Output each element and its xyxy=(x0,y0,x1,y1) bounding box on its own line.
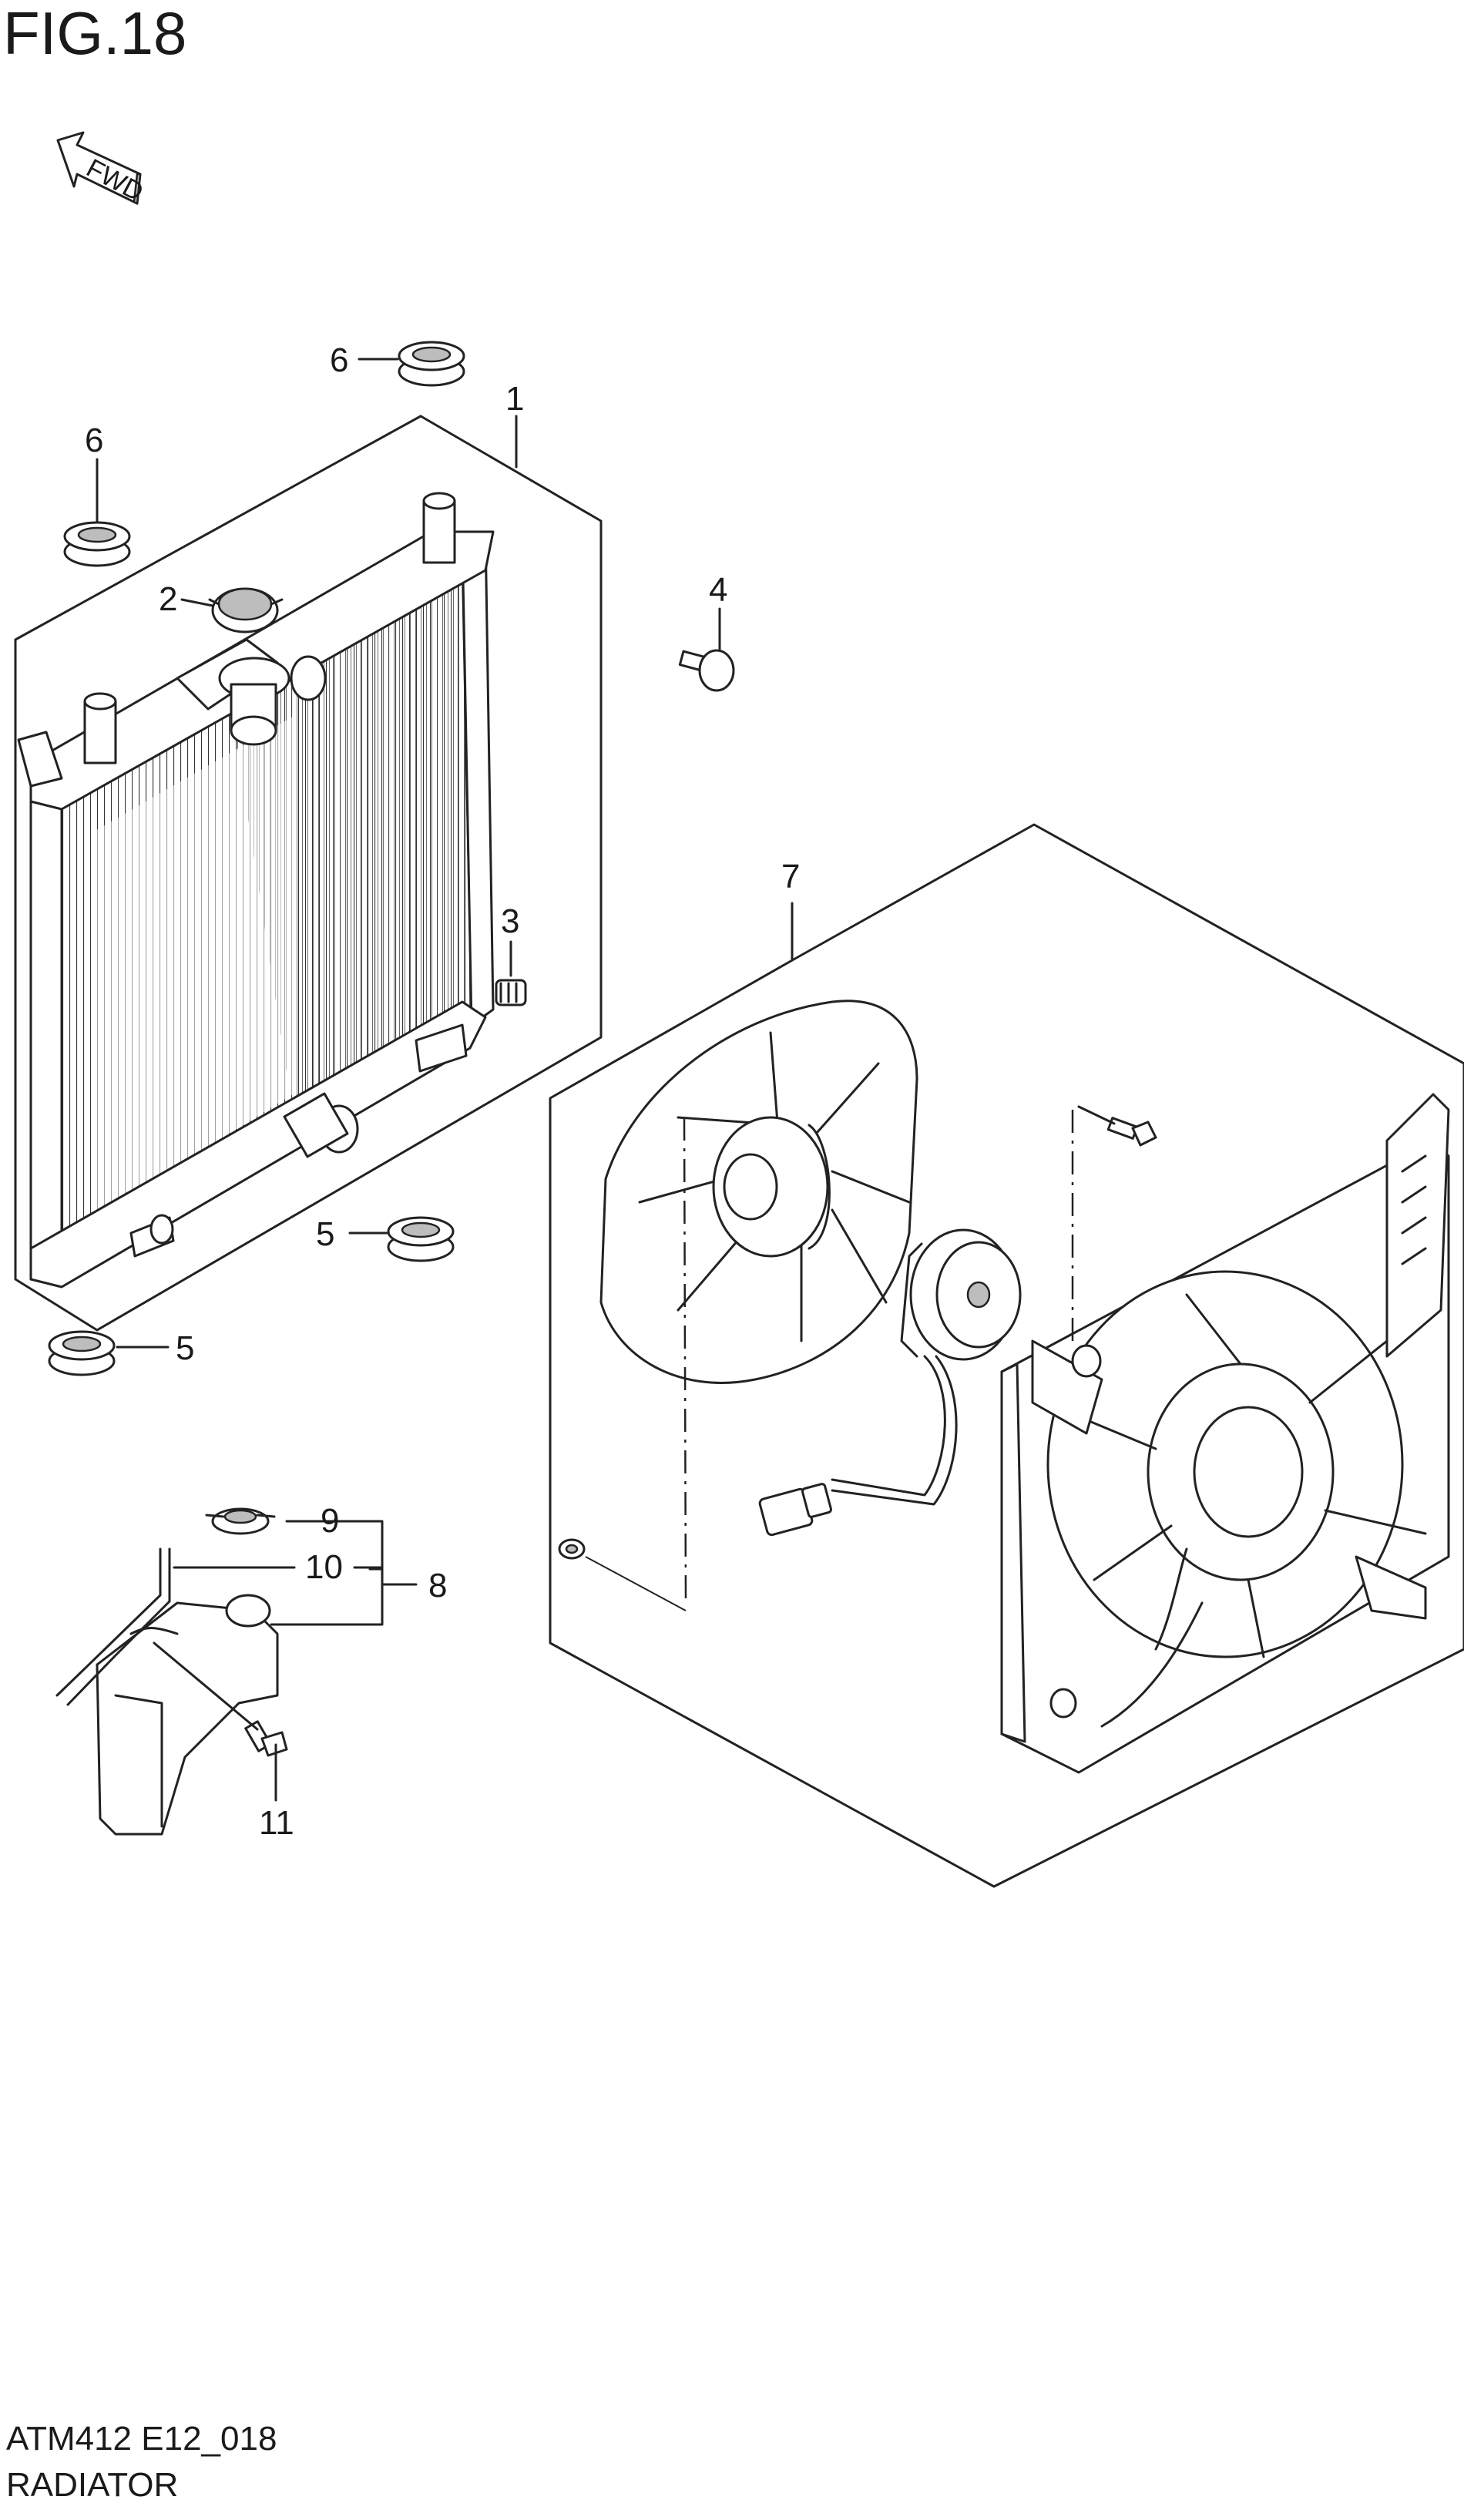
mount-cushion-lower-right xyxy=(348,1216,455,1262)
callout-2: 2 xyxy=(159,580,177,618)
callout-9: 9 xyxy=(321,1502,339,1540)
mount-cushion-lower-left xyxy=(48,1330,170,1376)
callout-11: 11 xyxy=(259,1804,294,1842)
reservoir-tank xyxy=(96,1594,279,1836)
callout-6-left: 6 xyxy=(85,422,103,459)
callout-8: 8 xyxy=(428,1567,447,1604)
callout-1: 1 xyxy=(505,380,524,418)
radiator-core xyxy=(17,492,495,1289)
fwd-arrow-icon: FWD xyxy=(56,131,148,207)
fan-shroud xyxy=(1000,1093,1450,1774)
mount-cushion-upper-right xyxy=(358,341,465,387)
mount-cushion-upper-left xyxy=(63,458,131,567)
drain-plug xyxy=(495,940,527,1006)
radiator-group-frame xyxy=(14,415,603,1332)
callout-4: 4 xyxy=(709,571,727,609)
leader-lines xyxy=(173,415,794,1802)
reservoir-hose xyxy=(55,1547,171,1706)
fan-motor xyxy=(758,1228,1022,1537)
callout-6-upper: 6 xyxy=(330,341,348,379)
radiator-cap xyxy=(180,587,284,633)
assembly-centerlines xyxy=(585,1110,1074,1611)
fan-bolt xyxy=(1077,1105,1157,1147)
callout-5-upper: 5 xyxy=(316,1215,334,1253)
callout-5-lower: 5 xyxy=(176,1329,194,1367)
fan-nut xyxy=(558,1538,586,1560)
callout-10: 10 xyxy=(305,1548,343,1586)
diagram-name: RADIATOR xyxy=(6,2466,179,2504)
fan-group-frame xyxy=(549,823,1464,1888)
diagram-code: ATM412 E12_018 xyxy=(6,2420,277,2458)
callout-7: 7 xyxy=(781,858,800,895)
fan-blade xyxy=(599,1000,918,1384)
reservoir-bolt xyxy=(153,1641,288,1757)
bolt-4 xyxy=(678,607,735,692)
callout-3: 3 xyxy=(501,902,519,940)
figure-title: FIG.18 xyxy=(3,0,187,67)
reservoir-cap xyxy=(205,1507,276,1535)
